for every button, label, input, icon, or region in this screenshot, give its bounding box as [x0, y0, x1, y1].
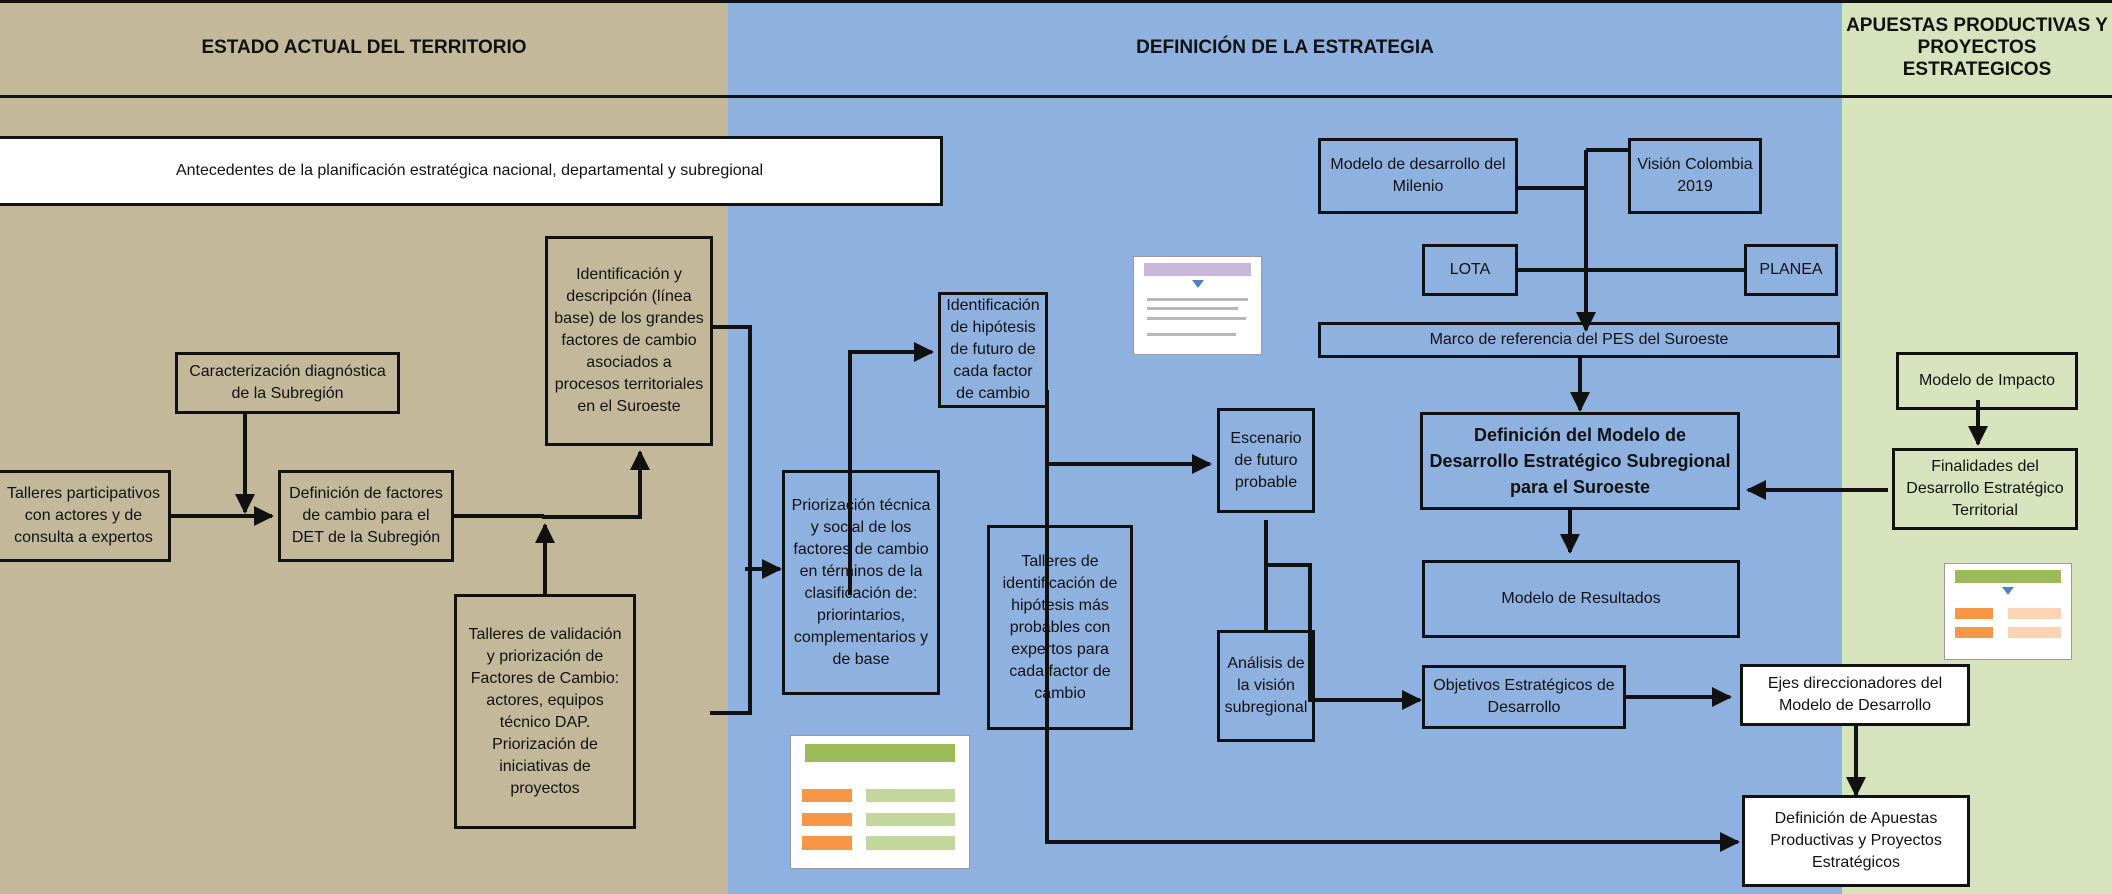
top-rule [0, 0, 2112, 3]
apuestas-productivas-band [1842, 0, 2112, 894]
priorizacion-tecnica-box: Priorización técnica y social de los fac… [782, 470, 940, 695]
header-apuestas-productivas: APUESTAS PRODUCTIVAS Y PROYECTOS ESTRATE… [1846, 14, 2108, 80]
objetivos-estrategicos-box: Objetivos Estratégicos de Desarrollo [1422, 665, 1626, 729]
ejes-direccionadores-box: Ejes direccionadores del Modelo de Desar… [1740, 664, 1970, 726]
header-rule [0, 95, 2112, 98]
documento-modelo-impacto-thumbnail [1944, 563, 2072, 660]
escenario-futuro-box: Escenario de futuro probable [1217, 408, 1315, 513]
talleres-validacion-box: Talleres de validación y priorización de… [454, 594, 636, 829]
caracterizacion-box: Caracterización diagnóstica de la Subreg… [175, 352, 400, 414]
header-estado-actual: ESTADO ACTUAL DEL TERRITORIO [201, 36, 527, 58]
modelo-milenio-box: Modelo de desarrollo del Milenio [1318, 138, 1518, 214]
definicion-apuestas-box: Definición de Apuestas Productivas y Pro… [1742, 795, 1970, 887]
marco-referencia-box: Marco de referencia del PES del Suroeste [1318, 322, 1840, 358]
analisis-vision-box: Análisis de la visión subregional [1217, 630, 1315, 742]
talleres-identificacion-box: Talleres de identificación de hipótesis … [987, 525, 1133, 730]
vision-colombia-box: Visión Colombia 2019 [1628, 138, 1762, 214]
documento-estrategia-thumbnail [790, 735, 970, 869]
definicion-factores-box: Definición de factores de cambio para el… [278, 470, 454, 562]
antecedentes-box: Antecedentes de la planificación estraté… [0, 136, 943, 206]
planea-box: PLANEA [1744, 244, 1838, 296]
identificacion-hipotesis-box: Identificación de hipótesis de futuro de… [938, 292, 1048, 408]
identificacion-descripcion-box: Identificación y descripción (línea base… [545, 236, 713, 446]
modelo-resultados-box: Modelo de Resultados [1422, 560, 1740, 638]
talleres-participativos-box: Talleres participativos con actores y de… [0, 470, 171, 562]
lota-box: LOTA [1422, 244, 1518, 296]
header-definicion-estrategia: DEFINICIÓN DE LA ESTRATEGIA [1136, 36, 1434, 58]
modelo-impacto-box: Modelo de Impacto [1896, 352, 2078, 410]
documento-resultados-thumbnail [1133, 256, 1262, 355]
definicion-modelo-box: Definición del Modelo de Desarrollo Estr… [1420, 412, 1740, 510]
finalidades-box: Finalidades del Desarrollo Estratégico T… [1892, 448, 2078, 530]
